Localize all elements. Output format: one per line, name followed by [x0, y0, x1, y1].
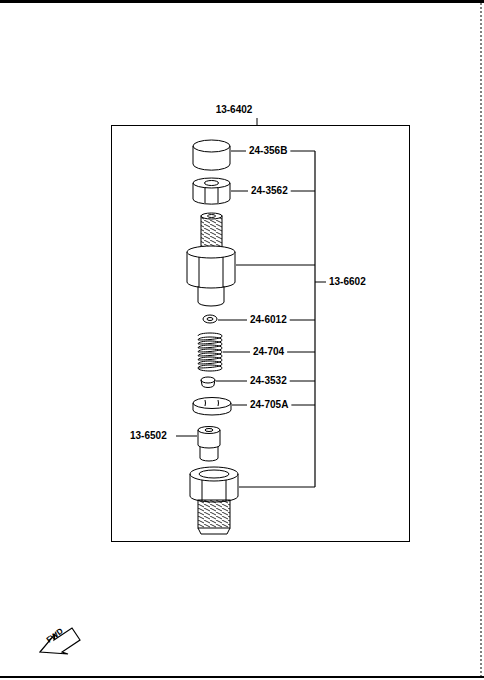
bottom-rule	[0, 676, 484, 678]
spacer-disc	[193, 398, 231, 416]
top-bar	[0, 0, 484, 3]
bracket-stub	[290, 320, 315, 321]
bracket-stub	[291, 191, 315, 192]
callout-number: 13-6602	[329, 276, 366, 288]
callout-number: 24-3562	[251, 185, 288, 197]
group-number: 13-6402	[216, 104, 253, 116]
callout-number: 24-704	[253, 346, 284, 358]
bracket-stub	[290, 381, 315, 382]
cap	[193, 140, 230, 170]
bracket-stub	[287, 352, 315, 353]
nozzle-nut	[190, 467, 238, 534]
callout-number: 24-3532	[250, 375, 287, 387]
bracket-stub	[291, 405, 315, 406]
pressure-pin	[201, 377, 215, 388]
leader-lines	[176, 118, 326, 487]
edge-line	[481, 3, 482, 676]
callout-number: 24-705A	[250, 399, 288, 411]
spring	[198, 333, 222, 371]
callout-number: 24-356B	[249, 145, 287, 157]
bracket-stub	[290, 151, 315, 152]
nozzle	[198, 427, 220, 462]
injector-body	[187, 213, 235, 306]
washer	[203, 315, 217, 323]
nut	[193, 178, 230, 204]
callout-number: 13-6502	[130, 430, 167, 442]
callout-number: 24-6012	[250, 314, 287, 326]
